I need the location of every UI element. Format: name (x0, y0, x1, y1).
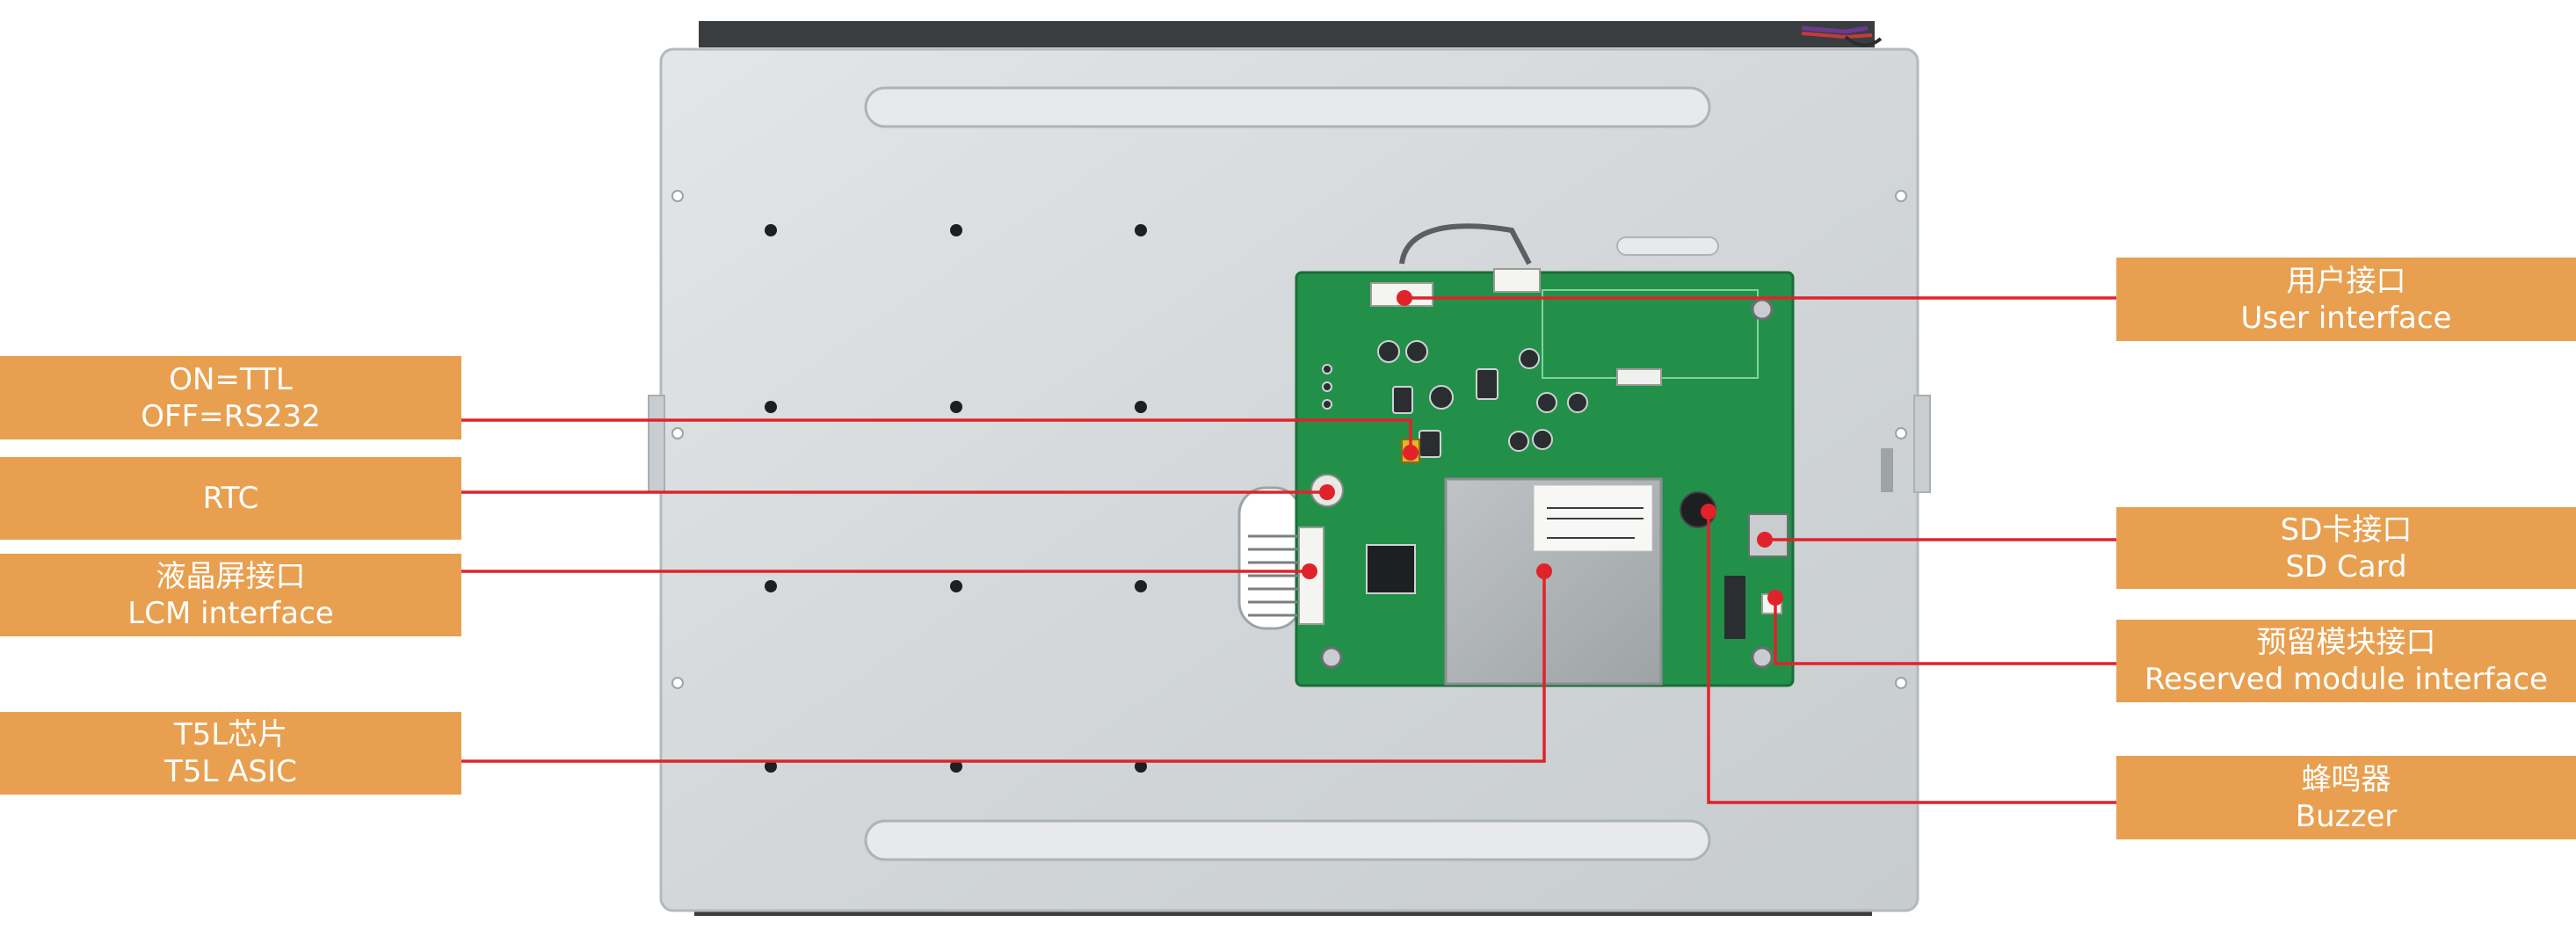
marker-user-interface (1397, 290, 1412, 306)
reserved-module-header (1724, 576, 1745, 639)
callout-reserved-module-cn: 预留模块接口 (2256, 625, 2436, 660)
leader-line-buzzer (1707, 512, 2116, 804)
callout-buzzer-en: Buzzer (2295, 798, 2398, 834)
callout-sd-card-cn: SD卡接口 (2280, 512, 2413, 548)
callout-t5l-asic: T5L芯片 T5L ASIC (0, 712, 461, 795)
top-frame-edge (699, 21, 1875, 47)
callout-user-interface: 用户接口 User interface (2116, 258, 2576, 341)
callout-buzzer: 蜂鸣器 Buzzer (2116, 756, 2576, 839)
callout-user-interface-cn: 用户接口 (2286, 263, 2406, 299)
callout-lcm-interface: 液晶屏接口 LCM interface (0, 554, 461, 636)
callout-rs232-line: OFF=RS232 (141, 398, 321, 434)
callout-user-interface-en: User interface (2240, 300, 2452, 336)
top-wire-cable (1399, 223, 1532, 265)
callout-reserved-module-en: Reserved module interface (2144, 662, 2548, 697)
pcb-screws (1320, 298, 1774, 669)
callout-sd-card: SD卡接口 SD Card (2116, 507, 2576, 589)
callout-t5l-asic-en: T5L ASIC (164, 754, 297, 789)
top-rib (864, 86, 1711, 128)
edge-holes (671, 190, 1907, 689)
callout-lcm-interface-en: LCM interface (127, 596, 334, 631)
marker-buzzer (1701, 504, 1716, 519)
callout-ttl-line: ON=TTL (169, 361, 293, 397)
bottom-rib (864, 819, 1711, 861)
callout-buzzer-cn: 蜂鸣器 (2301, 761, 2391, 797)
marker-lcm-interface (1302, 563, 1317, 579)
callout-ttl-rs232-switch: ON=TTL OFF=RS232 (0, 356, 461, 439)
mounting-holes (765, 224, 1147, 773)
frame-wire (1844, 35, 1883, 47)
marker-ttl-rs232-switch (1403, 445, 1419, 461)
callout-reserved-module: 预留模块接口 Reserved module interface (2116, 620, 2576, 702)
small-rib (1616, 236, 1719, 256)
marker-t5l-asic (1536, 563, 1552, 579)
callout-sd-card-en: SD Card (2285, 548, 2407, 585)
marker-sd-card (1757, 532, 1773, 548)
marker-rtc (1319, 484, 1335, 500)
leader-line-ttl-rs232-switch (461, 418, 1412, 453)
callout-t5l-asic-cn: T5L芯片 (173, 717, 288, 752)
right-connector-tab (1881, 448, 1893, 492)
leader-line-t5l-asic (461, 571, 1546, 763)
pcb-components (1322, 340, 1662, 594)
callout-rtc: RTC (0, 457, 461, 540)
marker-reserved-module (1767, 590, 1783, 606)
callout-rtc-text: RTC (202, 481, 259, 516)
right-side-tab (1913, 395, 1931, 493)
leader-line-reserved-module (1774, 598, 2116, 665)
callout-lcm-interface-cn: 液晶屏接口 (156, 559, 306, 594)
